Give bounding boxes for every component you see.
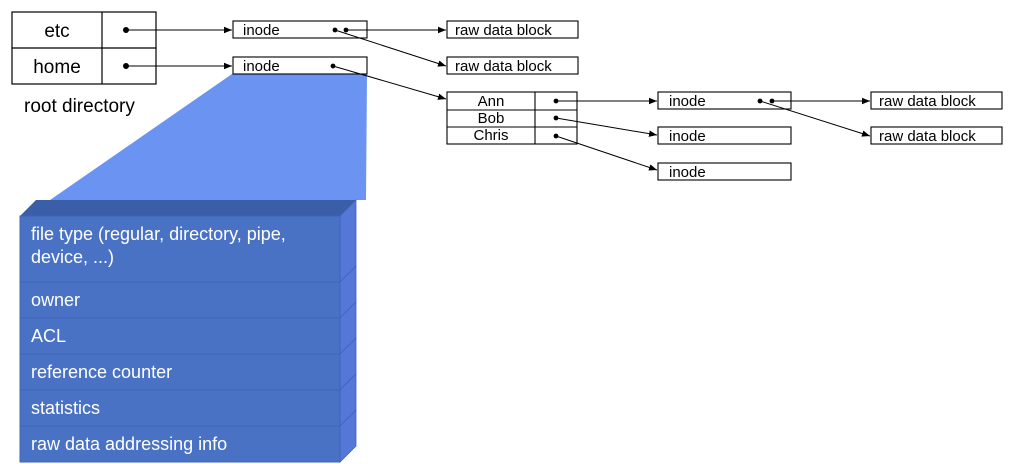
root-entry-etc: etc: [44, 21, 69, 42]
inode-chris: inode: [657, 162, 792, 181]
inode-field-label: file type (regular, directory, pipe,: [31, 224, 286, 244]
stack-top-face: [20, 200, 356, 216]
inode-etc: inode: [232, 20, 368, 39]
inode-field-label: reference counter: [31, 362, 172, 382]
inode-field-label: raw data addressing info: [31, 434, 227, 454]
inode-zoom-beam: [50, 74, 367, 200]
inode-field-slab: [19, 317, 341, 355]
inode-field-label: statistics: [31, 398, 100, 418]
inode-field-label: ACL: [31, 326, 66, 346]
raw-data-block: raw data block: [870, 126, 1003, 145]
inode-home: inode: [232, 56, 368, 75]
inode-field-slab: [19, 281, 341, 319]
svg-text:inode: inode: [243, 58, 280, 75]
svg-text:raw data block: raw data block: [879, 93, 976, 110]
inode-field-label: owner: [31, 290, 80, 310]
raw-data-block: raw data block: [870, 91, 1003, 110]
inode-field-slab: [19, 425, 341, 463]
pointer-arrows: [126, 26, 871, 171]
root-entry-home: home: [33, 57, 81, 78]
inode-ann: inode: [657, 91, 792, 110]
svg-text:inode: inode: [669, 93, 706, 110]
inode-bob: inode: [657, 126, 792, 145]
raw-data-block: raw data block: [446, 20, 579, 39]
inode-field-label: device, ...): [31, 247, 114, 267]
svg-text:inode: inode: [243, 22, 280, 39]
inode-field-slab: [19, 215, 341, 283]
svg-text:raw data block: raw data block: [455, 58, 552, 75]
raw-data-block: raw data block: [446, 56, 579, 75]
inode-fields-stack: file type (regular, directory, pipe, devi…: [19, 199, 357, 463]
dir-entry-ann: Ann: [478, 93, 505, 110]
inode-field-slab: [19, 353, 341, 391]
dir-entry-bob: Bob: [478, 110, 505, 127]
svg-text:inode: inode: [669, 164, 706, 181]
svg-text:inode: inode: [669, 128, 706, 145]
root-directory-table: etc home: [11, 11, 157, 85]
svg-text:raw data block: raw data block: [455, 22, 552, 39]
dir-entry-chris: Chris: [473, 127, 508, 144]
root-directory-caption: root directory: [24, 96, 135, 117]
home-directory-table: Ann Bob Chris: [446, 91, 578, 145]
svg-text:raw data block: raw data block: [879, 128, 976, 145]
